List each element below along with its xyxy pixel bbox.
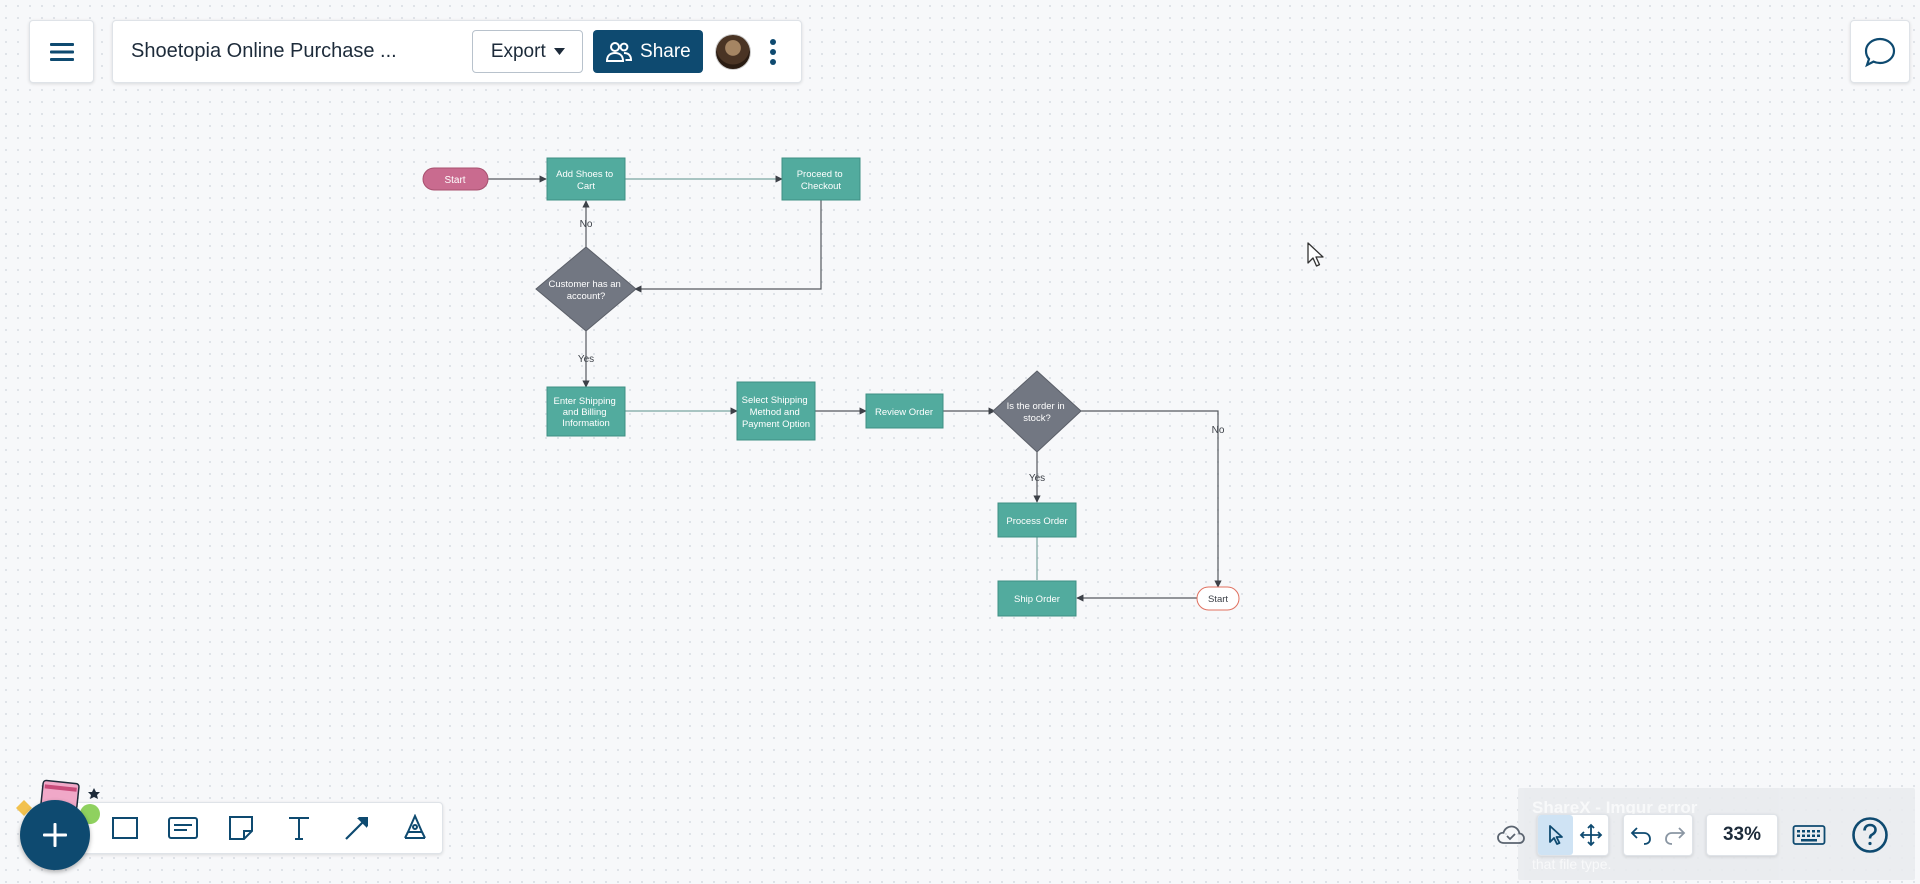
pen-tool[interactable]	[391, 805, 438, 852]
more-vertical-icon	[770, 38, 777, 65]
svg-text:Customer has an account?: Customer has an account?	[549, 279, 624, 302]
comments-button[interactable]	[1850, 20, 1910, 83]
caret-down-icon	[553, 48, 565, 55]
process-review-order[interactable]: Review Order	[865, 393, 944, 429]
card-tool[interactable]	[159, 805, 206, 852]
svg-text:Is the order in stock?: Is the order in stock?	[1007, 401, 1068, 424]
sticky-note-icon	[228, 816, 253, 840]
enter-shipping-line: Information	[562, 418, 610, 429]
svg-text:Select Shipping Method a: Select Shipping Method and Payment Optio…	[742, 395, 811, 430]
select-mode-button[interactable]	[1538, 815, 1573, 855]
toast-title: ShareX - Imgur error	[1532, 798, 1698, 817]
review-order-label: Review Order	[875, 407, 933, 418]
process-enter-shipping[interactable]: Enter Shipping and Billing Information	[546, 386, 626, 437]
proceed-checkout-line: Checkout	[801, 181, 841, 192]
comment-icon	[1864, 37, 1896, 67]
mouse-cursor-icon	[1307, 242, 1324, 267]
edge-label-no: No	[580, 219, 593, 230]
select-shipping-line: Method and	[750, 407, 800, 418]
pointer-mode-group	[1537, 814, 1609, 856]
move-icon	[1579, 823, 1602, 847]
plus-icon	[43, 823, 67, 847]
process-ship-order[interactable]: Ship Order	[997, 580, 1077, 617]
toast-message: that file type.	[1532, 856, 1612, 872]
edge-checkout-to-decision	[634, 200, 822, 293]
customer-decision-line: account?	[567, 291, 606, 302]
edge-label-yes: Yes	[578, 354, 594, 365]
process-add-shoes[interactable]: Add Shoes to Cart	[546, 157, 626, 201]
add-shoes-line: Add Shoes to	[556, 169, 613, 180]
enter-shipping-line: and Billing	[563, 407, 607, 418]
sticky-note-tool[interactable]	[217, 805, 264, 852]
shape-toolbar	[60, 802, 443, 854]
hamburger-icon	[49, 42, 74, 61]
decision-customer-account[interactable]: Customer has an account?	[535, 246, 637, 332]
share-label: Share	[640, 40, 691, 62]
process-process-order[interactable]: Process Order	[997, 502, 1077, 538]
help-icon	[1852, 817, 1888, 853]
ship-order-label: Ship Order	[1014, 594, 1060, 605]
edge-label-yes: Yes	[1029, 473, 1045, 484]
users-icon	[606, 41, 633, 62]
text-tool[interactable]	[275, 805, 322, 852]
text-icon	[288, 817, 309, 840]
select-shipping-line: Select Shipping	[742, 395, 808, 406]
add-shoes-line: Cart	[577, 181, 595, 192]
rectangle-tool[interactable]	[101, 805, 148, 852]
history-group	[1623, 814, 1693, 856]
decision-order-in-stock[interactable]: Is the order in stock?	[992, 370, 1082, 453]
redo-icon	[1665, 827, 1686, 845]
process-proceed-checkout[interactable]: Proceed to Checkout	[781, 157, 861, 201]
user-avatar[interactable]	[715, 33, 752, 70]
end-label: Start	[1208, 594, 1228, 605]
stock-decision-line: Is the order in	[1007, 401, 1065, 412]
undo-button[interactable]	[1624, 815, 1658, 855]
main-menu-button[interactable]	[29, 20, 94, 83]
process-order-label: Process Order	[1006, 516, 1067, 527]
export-button[interactable]: Export	[472, 30, 584, 73]
edge-stock-to-end	[1081, 410, 1222, 588]
share-button[interactable]: Share	[593, 30, 704, 73]
pen-icon	[403, 814, 426, 839]
zoom-level[interactable]: 33%	[1706, 814, 1778, 856]
edge-label-no: No	[1212, 425, 1225, 436]
keyboard-shortcuts-button[interactable]	[1790, 814, 1828, 856]
cursor-arrow-icon	[1548, 825, 1563, 845]
cloud-check-icon	[1497, 825, 1525, 844]
start-label: Start	[444, 175, 465, 186]
card-icon	[167, 817, 198, 839]
arrow-line-icon	[344, 817, 368, 840]
more-options-button[interactable]	[763, 32, 783, 72]
svg-text:Enter Shipping and Billi: Enter Shipping and Billing Information	[554, 396, 619, 429]
end-terminal[interactable]: Start	[1196, 586, 1240, 611]
customer-decision-line: Customer has an	[549, 279, 621, 290]
add-shape-button[interactable]	[20, 800, 90, 870]
proceed-checkout-line: Proceed to	[797, 169, 843, 180]
document-title[interactable]: Shoetopia Online Purchase ...	[131, 40, 397, 62]
document-bar: Shoetopia Online Purchase ... Export Sha…	[112, 20, 802, 83]
keyboard-icon	[1792, 825, 1826, 845]
process-select-shipping[interactable]: Select Shipping Method and Payment Optio…	[736, 381, 816, 441]
select-shipping-line: Payment Option	[742, 419, 810, 430]
pan-mode-button[interactable]	[1573, 815, 1608, 855]
redo-button[interactable]	[1658, 815, 1692, 855]
save-status	[1494, 814, 1528, 856]
enter-shipping-line: Enter Shipping	[554, 396, 616, 407]
rectangle-icon	[111, 817, 138, 839]
svg-text:Proceed to Checkout: Proceed to Checkout	[797, 169, 846, 192]
help-button[interactable]	[1849, 814, 1891, 856]
start-terminal[interactable]: Start	[422, 167, 489, 191]
svg-text:Add Shoes to Cart: Add Shoes to Cart	[556, 169, 616, 192]
undo-icon	[1630, 827, 1651, 845]
connectors	[488, 175, 1222, 602]
stock-decision-line: stock?	[1023, 413, 1050, 424]
line-tool[interactable]	[333, 805, 380, 852]
export-label: Export	[490, 40, 546, 62]
